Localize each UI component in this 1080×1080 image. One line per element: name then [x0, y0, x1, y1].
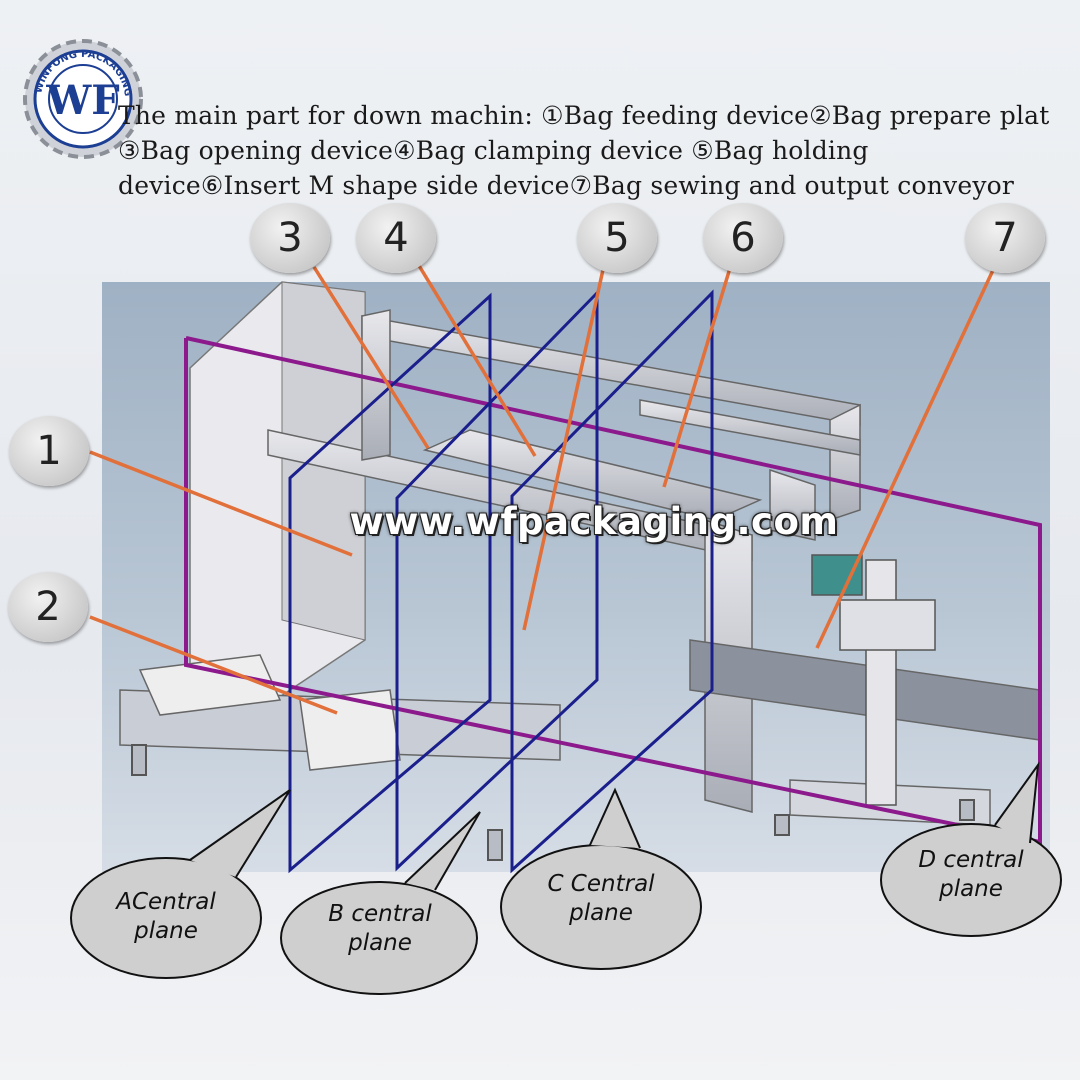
- callout-1: 1: [9, 416, 89, 486]
- gantry-frame: [267, 309, 861, 813]
- callout-2: 2: [8, 572, 88, 642]
- tail-d: [994, 761, 1040, 844]
- leader-lines: [89, 263, 996, 715]
- sewing-column: [811, 554, 936, 806]
- plane-b: [395, 289, 599, 872]
- leader-4: [416, 263, 537, 457]
- watermark-url: www.wfpackaging.com: [349, 500, 839, 543]
- callout-3: 3: [250, 203, 330, 273]
- leader-1: [89, 450, 353, 557]
- tail-b: [404, 811, 481, 891]
- caption: The main part for down machin: ①Bag feed…: [118, 98, 1068, 203]
- plane-label-a: ACentral plane: [116, 889, 216, 944]
- tail-c: [589, 787, 641, 849]
- bubble-d: [880, 823, 1062, 937]
- plane-label-c: C Central plane: [547, 871, 655, 926]
- purple-frame: [184, 336, 1042, 845]
- tail-a: [189, 789, 291, 878]
- caption-line-3: device⑥Insert M shape side device⑦Bag se…: [118, 171, 1015, 200]
- leader-6: [662, 267, 732, 488]
- winfong-logo: WINFONG PACKAGING WF: [23, 39, 143, 159]
- callout-5: 5: [577, 203, 657, 273]
- logo-letters: WF: [45, 77, 119, 124]
- callout-6: 6: [703, 203, 783, 273]
- gear-logo-icon: [23, 39, 143, 159]
- callout-4: 4: [356, 203, 436, 273]
- bubble-b: [280, 881, 478, 995]
- bubble-a: [70, 857, 262, 979]
- plane-bubbles: [70, 761, 1062, 995]
- leader-5: [522, 264, 606, 631]
- leader-2: [89, 615, 338, 715]
- caption-line-1: The main part for down machin: ①Bag feed…: [118, 101, 1050, 130]
- plane-a: [288, 292, 492, 874]
- callout-7: 7: [965, 203, 1045, 273]
- plane-label-d: D central plane: [918, 847, 1024, 902]
- leader-3: [312, 266, 430, 449]
- conveyor-bed: [119, 639, 1041, 826]
- central-planes: [288, 289, 714, 874]
- plane-label-b: B central plane: [328, 901, 432, 956]
- legs: [131, 744, 975, 861]
- caption-line-2: ③Bag opening device④Bag clamping device …: [118, 136, 869, 165]
- plane-c: [510, 289, 714, 874]
- leader-7: [815, 267, 996, 649]
